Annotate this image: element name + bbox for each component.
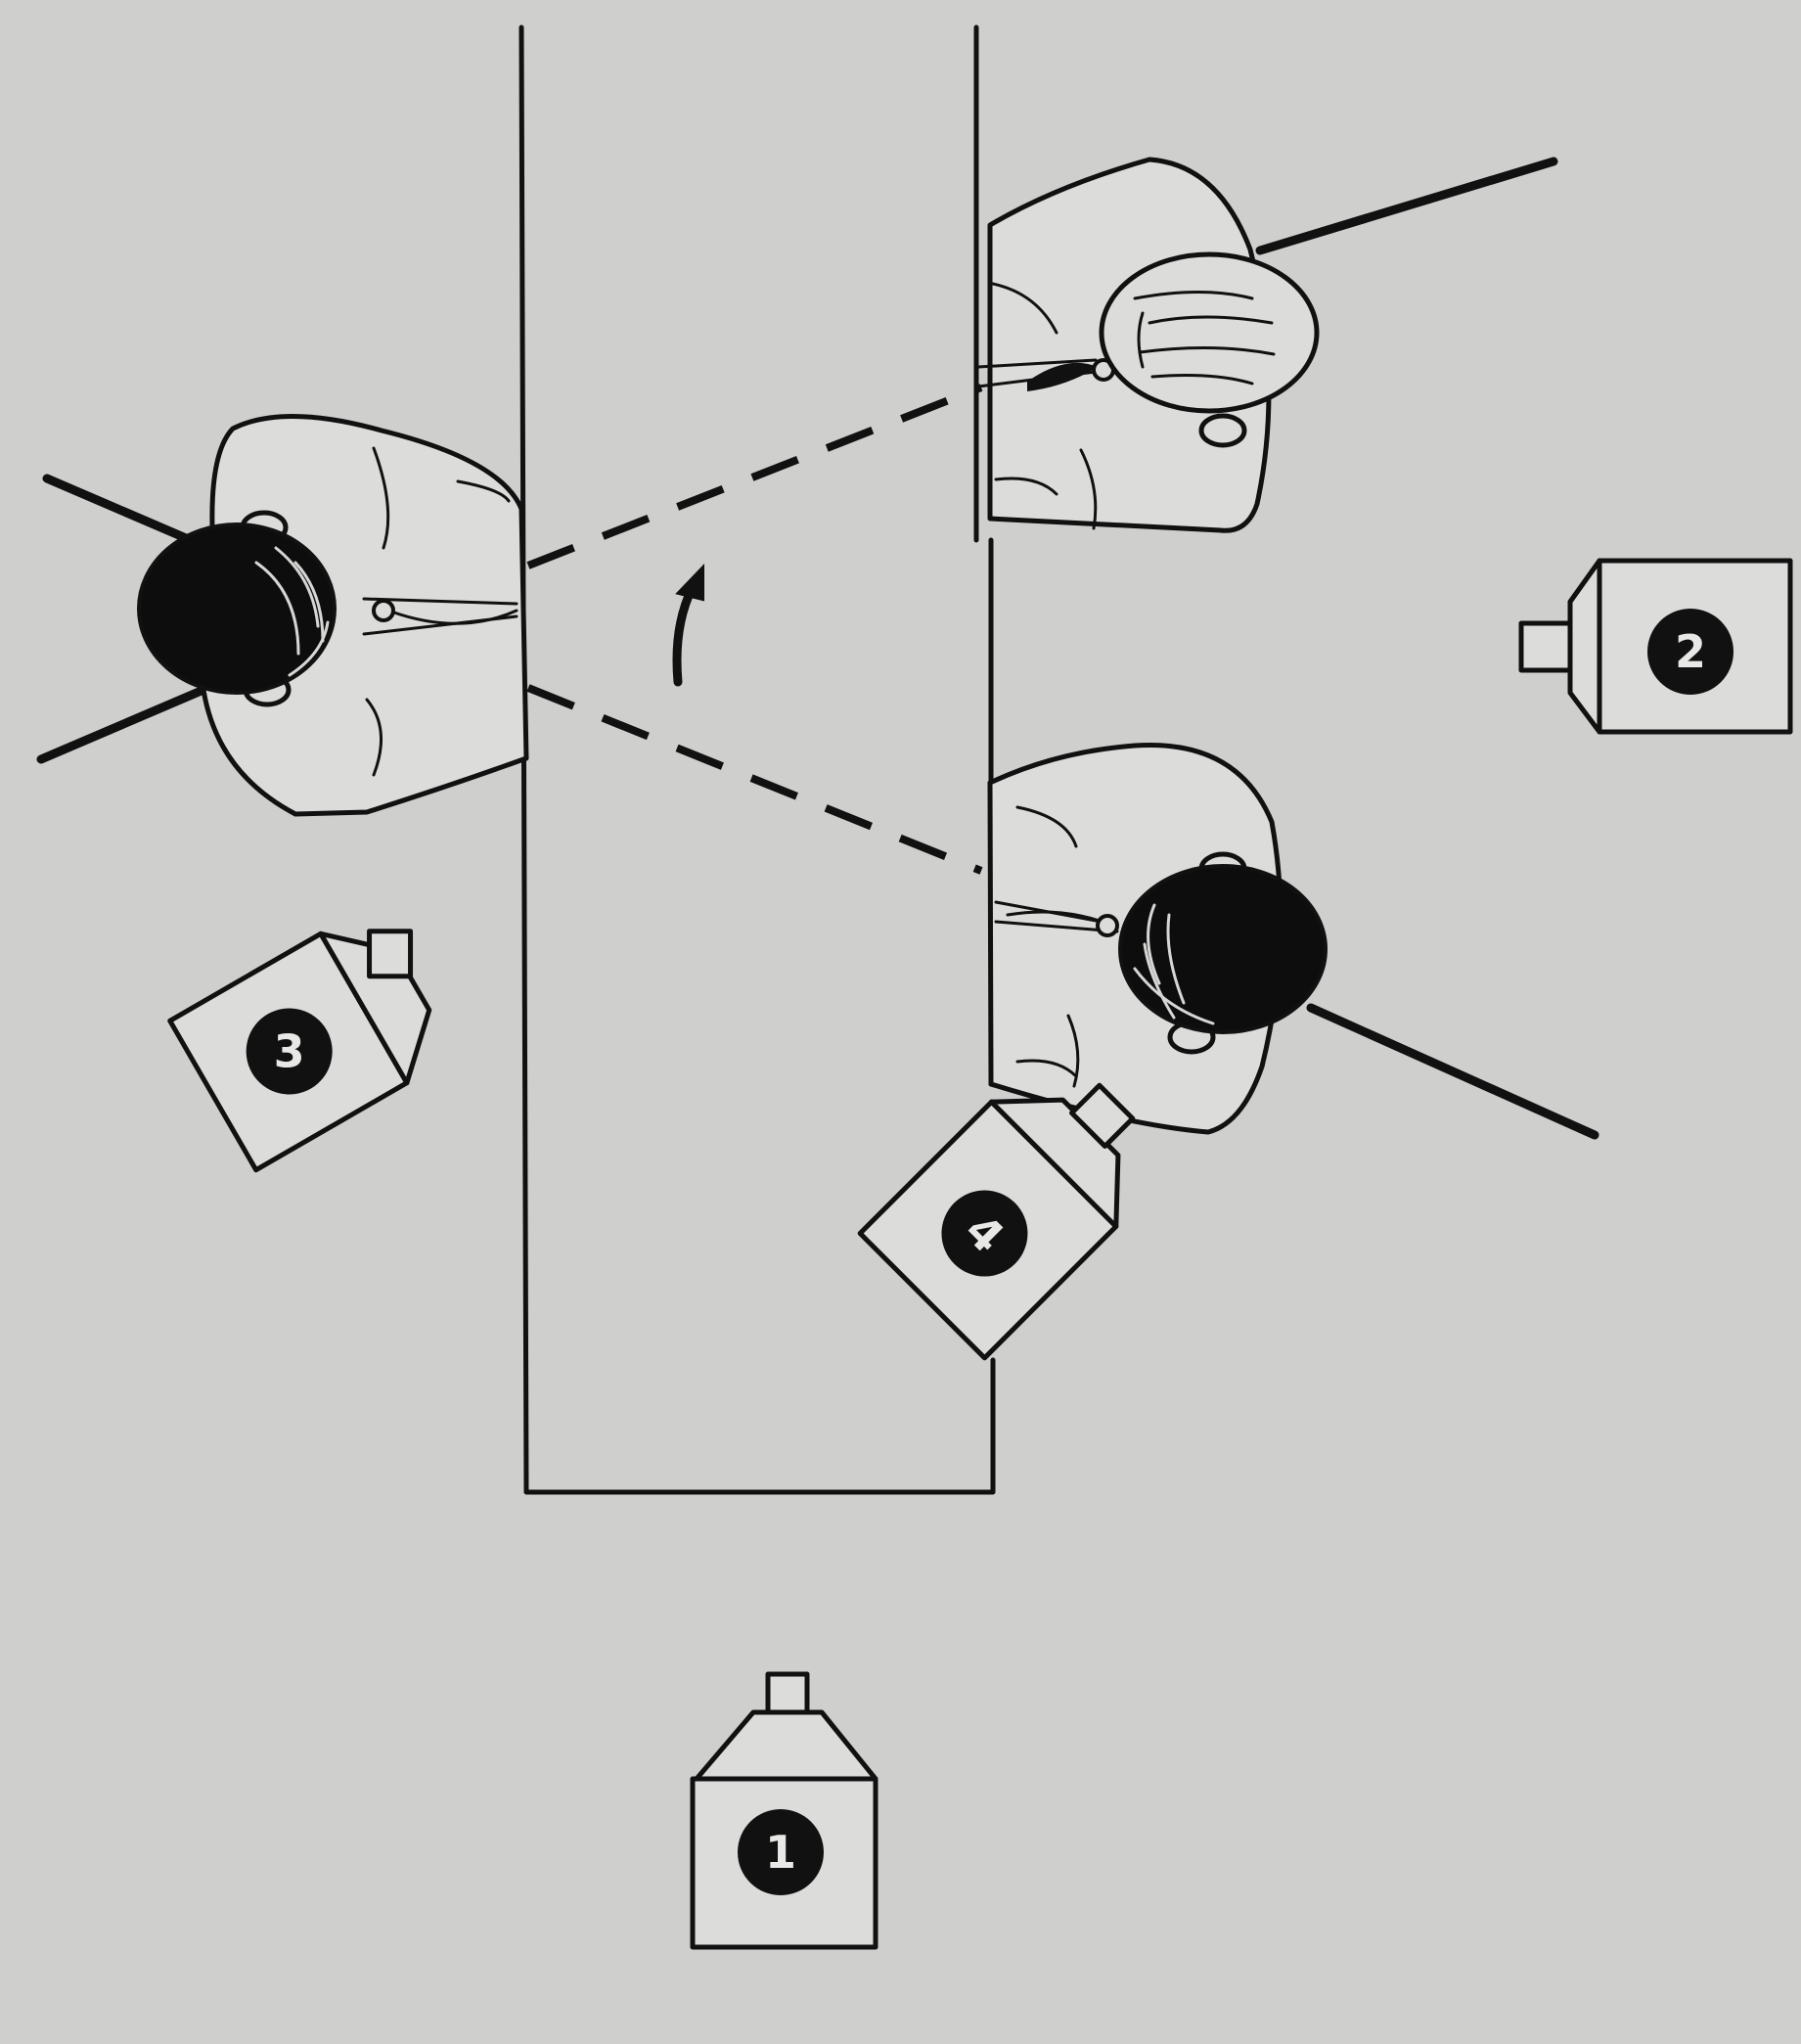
camera-icon: 2 [1518,558,1793,735]
camera-3-label: 3 [274,1025,305,1078]
camera-icon: 3 [167,929,432,1173]
person-icon [987,742,1599,1140]
arrow-icon [672,564,704,687]
sightlines [526,384,983,875]
camera-icon: 4 [857,1082,1136,1361]
person-icon [36,414,529,817]
camera-icon: 1 [690,1671,878,1950]
sightline-lower [526,684,983,875]
camera-2-label: 2 [1675,625,1706,678]
camera-1-label: 1 [765,1826,796,1879]
person-icon [976,157,1558,533]
sightline-upper [526,384,983,569]
